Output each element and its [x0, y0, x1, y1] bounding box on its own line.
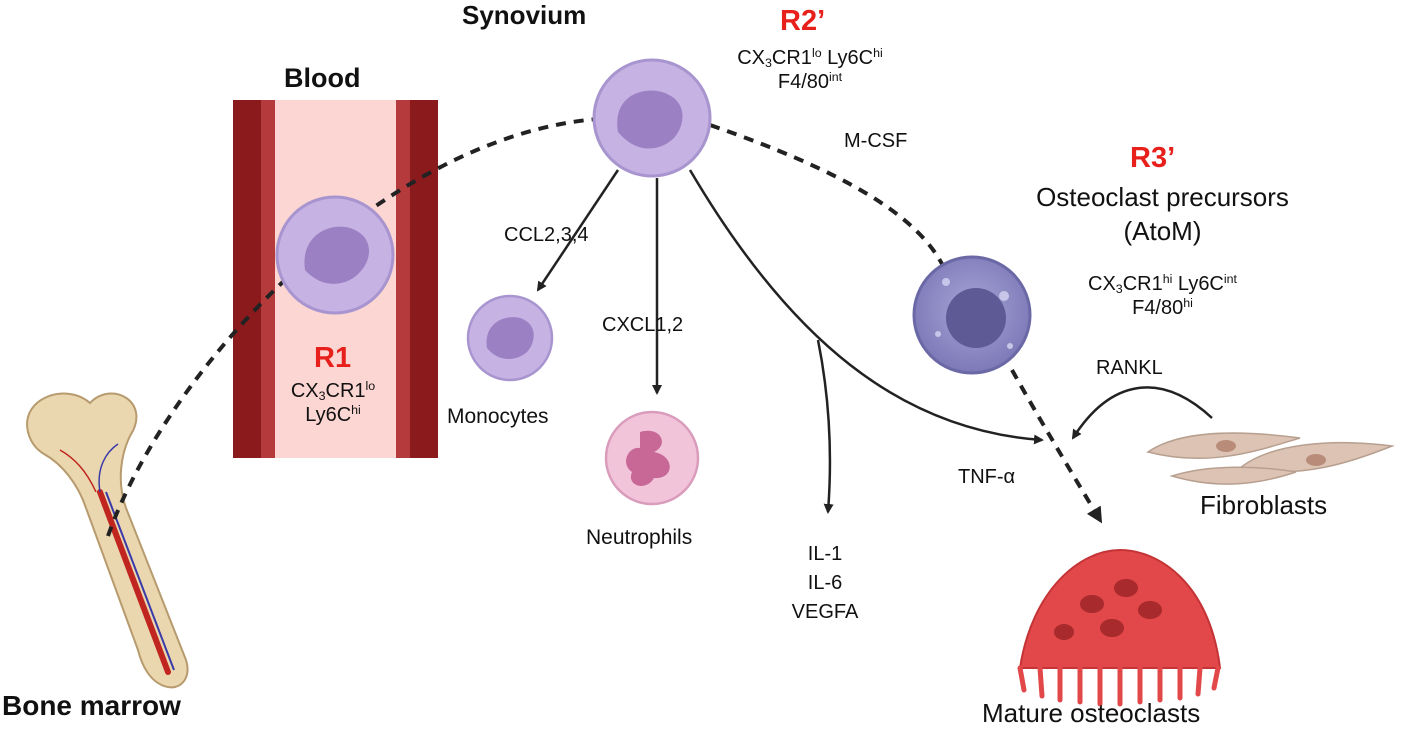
- synovium-title: Synovium: [462, 0, 587, 30]
- bone-marrow-image: [26, 392, 189, 689]
- bone-marrow-title: Bone marrow: [2, 690, 181, 721]
- fibroblast-cells: [1146, 432, 1395, 485]
- r3-marker-line1: CX3CR1hi Ly6Cint: [1088, 272, 1237, 296]
- mature-osteoclast-cell: [1017, 548, 1222, 707]
- fibroblasts-label: Fibroblasts: [1200, 490, 1328, 520]
- neutrophils-label: Neutrophils: [586, 526, 693, 549]
- mcsf-label: M-CSF: [844, 130, 908, 152]
- il1-label: IL-1: [807, 543, 843, 565]
- r2-label: R2’: [780, 5, 826, 37]
- mature-osteoclasts-label: Mature osteoclasts: [982, 698, 1201, 728]
- r3-label: R3’: [1130, 142, 1176, 174]
- r3-title-line2: (AtoM): [1123, 216, 1202, 246]
- signal-arrows: [536, 169, 1213, 514]
- r1-markers: CX3CR1lo Ly6Chi: [268, 379, 398, 427]
- r2-marker-line2: F4/80int: [777, 69, 843, 93]
- blood-title: Blood: [284, 63, 361, 93]
- r2-markers: CX3CR1lo Ly6Chi F4/80int: [700, 46, 920, 94]
- il6-label: IL-6: [807, 572, 843, 594]
- r3-title: Osteoclast precursors (AtoM): [990, 180, 1335, 248]
- cytokine-list: IL-1 IL-6 VEGFA: [770, 540, 880, 627]
- cxcl-label: CXCL1,2: [602, 314, 684, 336]
- r3-title-line1: Osteoclast precursors: [1036, 182, 1289, 212]
- r1-monocyte-cell: [275, 195, 395, 315]
- vegfa-label: VEGFA: [791, 601, 859, 623]
- r1-marker-line1: CX3CR1lo: [290, 379, 376, 403]
- r1-label: R1: [314, 342, 352, 374]
- r3-marker-line2: F4/80hi: [1132, 295, 1193, 319]
- r1-marker-line2: Ly6Chi: [305, 402, 361, 426]
- neutrophil-cell: [604, 410, 700, 506]
- monocyte-cell: [466, 294, 554, 382]
- tnf-label: TNF-α: [958, 466, 1016, 488]
- rankl-label: RANKL: [1096, 357, 1163, 379]
- r2-marker-line1: CX3CR1lo Ly6Chi: [737, 46, 883, 70]
- migration-path: [106, 116, 1103, 537]
- r3-markers: CX3CR1hi Ly6Cint F4/80hi: [1050, 272, 1275, 320]
- osteoclast-precursor-cell: [912, 255, 1032, 375]
- ccl-label: CCL2,3,4: [504, 224, 589, 246]
- monocytes-label: Monocytes: [447, 405, 549, 428]
- r2-monocyte-cell: [592, 58, 712, 178]
